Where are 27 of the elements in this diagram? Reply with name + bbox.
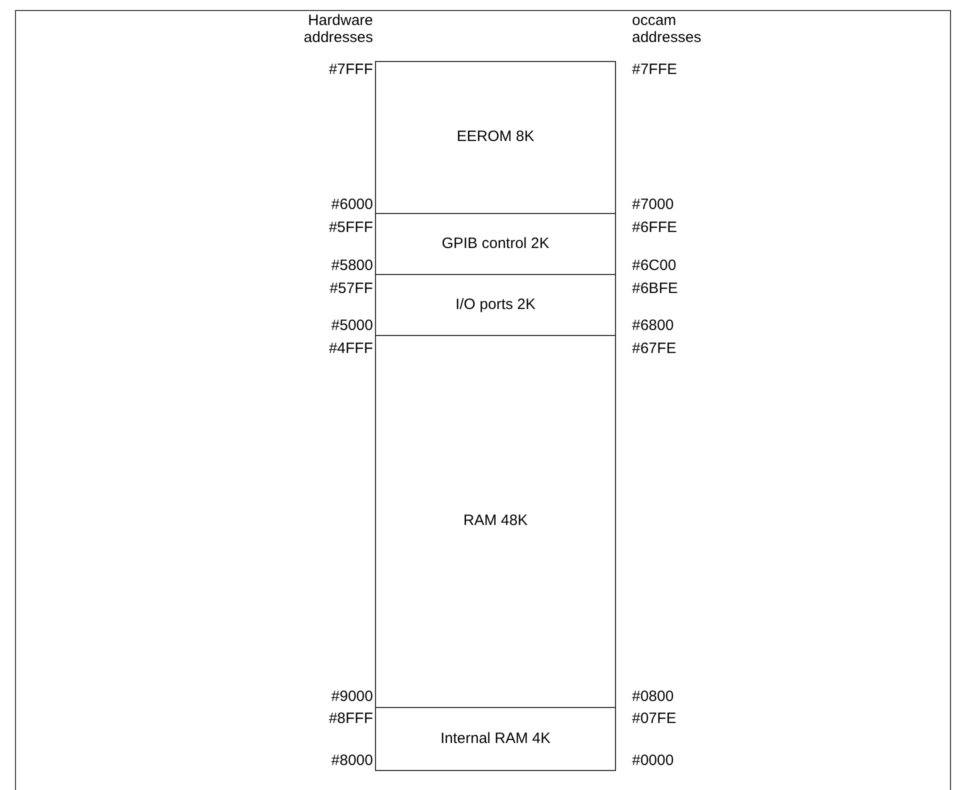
address-label: #9000 [331,688,373,705]
address-label: #0800 [632,688,674,705]
address-label: #5FFF [328,219,373,236]
address-label: #67FE [632,340,676,357]
address-label: #5800 [331,257,373,274]
address-label: #7FFE [632,61,678,78]
region-label: EEROM 8K [456,128,534,147]
address-label: #07FE [632,710,676,727]
address-label: #5000 [331,317,373,334]
address-label: #8FFF [328,710,373,727]
column-heading: occam addresses [632,12,702,46]
address-label: #6800 [632,317,674,334]
address-label: #0000 [632,752,674,769]
address-label: #7000 [632,196,674,213]
region-label: GPIB control 2K [442,234,550,254]
address-label: #6000 [331,196,373,213]
address-label: #7FFF [328,61,373,78]
address-label: #4FFF [328,340,373,357]
address-label: #6FFE [632,219,678,236]
region-label: I/O ports 2K [455,296,536,314]
column-heading: Hardware addresses [302,12,373,46]
address-label: #8000 [331,752,373,769]
address-label: #6C00 [632,257,676,274]
address-label: #57FF [330,280,373,297]
region-label: RAM 48K [463,512,528,531]
address-label: #6BFE [632,280,678,297]
region-label: Internal RAM 4K [440,730,551,748]
